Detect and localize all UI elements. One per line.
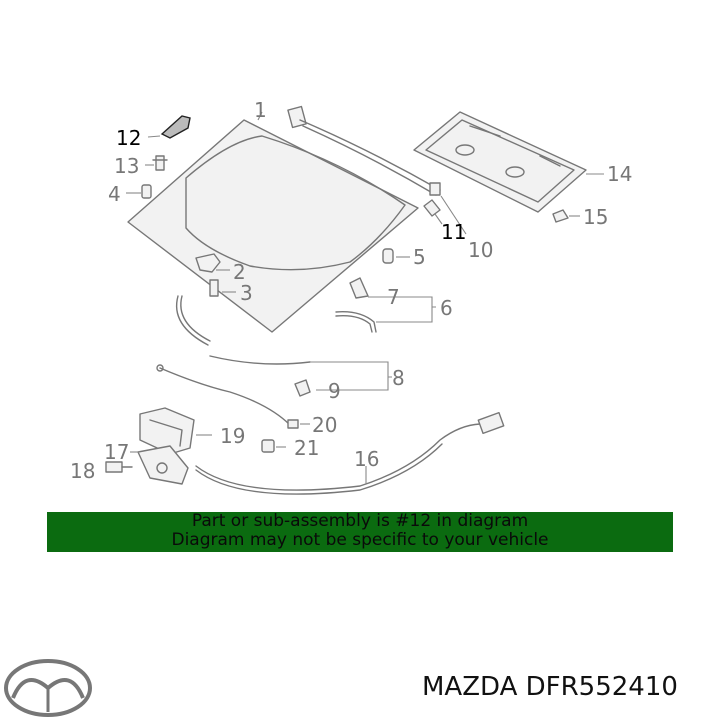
part-16-cable — [195, 411, 505, 495]
info-banner: Part or sub-assembly is #12 in diagram D… — [47, 512, 673, 552]
label-2: 2 — [233, 260, 246, 284]
label-1: 1 — [254, 98, 267, 122]
label-13: 13 — [114, 154, 139, 178]
label-9: 9 — [328, 379, 341, 403]
part-17-lock — [137, 445, 189, 485]
part-21-clip — [261, 439, 275, 453]
brand-part-number: MAZDA DFR552410 — [422, 672, 678, 702]
label-19: 19 — [220, 424, 245, 448]
part-2-latch — [195, 253, 221, 273]
part-12-bracket — [160, 115, 191, 139]
part-8-cable — [156, 355, 311, 426]
parts-diagram: 1 2 3 4 5 6 7 8 9 10 11 12 13 14 15 16 1… — [70, 98, 632, 495]
part-5-clip — [382, 248, 394, 264]
label-12: 12 — [116, 126, 141, 150]
front-seal-strip — [176, 295, 211, 346]
label-10: 10 — [468, 238, 493, 262]
label-3: 3 — [240, 281, 253, 305]
label-4: 4 — [108, 182, 121, 206]
label-6: 6 — [440, 296, 453, 320]
label-17: 17 — [104, 440, 129, 464]
label-21: 21 — [294, 436, 319, 460]
label-18: 18 — [70, 459, 95, 483]
part-6-prop-rod — [335, 311, 377, 333]
banner-line-1: Part or sub-assembly is #12 in diagram — [191, 511, 529, 531]
part-18-bolt — [105, 461, 133, 473]
label-14: 14 — [607, 162, 632, 186]
label-11: 11 — [441, 220, 466, 244]
part-7-holder — [349, 277, 369, 299]
mazda-logo-icon — [4, 659, 92, 717]
hood-panel — [127, 119, 419, 333]
part-19-latch — [139, 407, 195, 455]
part-3-bolt — [209, 279, 219, 297]
part-9-clip — [294, 379, 311, 397]
label-7: 7 — [387, 285, 400, 309]
part-20-clip — [287, 419, 299, 429]
part-10-seal — [287, 105, 441, 196]
label-5: 5 — [413, 245, 426, 269]
label-20: 20 — [312, 413, 337, 437]
part-14-insulator — [413, 111, 587, 213]
part-11-clip — [423, 199, 441, 217]
banner-line-2: Diagram may not be specific to your vehi… — [171, 530, 549, 550]
label-8: 8 — [392, 366, 405, 390]
part-15-clip — [552, 209, 569, 223]
part-4-clip — [141, 184, 152, 199]
label-15: 15 — [583, 205, 608, 229]
part-13-clip — [152, 155, 168, 171]
label-16: 16 — [354, 447, 379, 471]
